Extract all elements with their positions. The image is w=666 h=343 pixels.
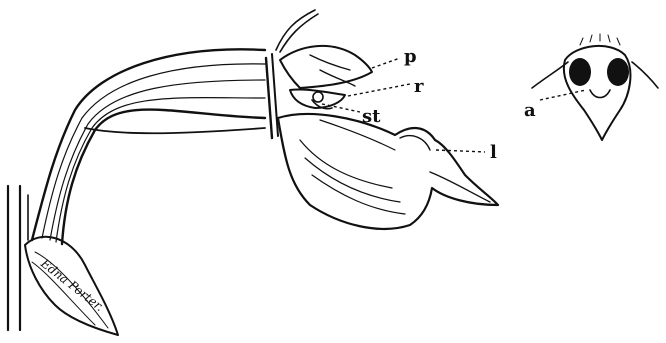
labellum	[278, 114, 498, 229]
leader-lines	[322, 58, 586, 152]
label-a: a	[524, 100, 536, 121]
label-p: p	[404, 46, 417, 67]
leader-l	[436, 150, 485, 152]
ovary	[32, 49, 265, 244]
label-st: st	[362, 106, 381, 127]
leader-p	[372, 58, 400, 68]
label-l: l	[490, 142, 497, 163]
label-r: r	[414, 76, 424, 97]
leader-r	[348, 84, 410, 96]
collar	[266, 10, 318, 138]
upper-petal	[280, 46, 372, 88]
stem	[8, 186, 28, 330]
bee-head-illustration	[532, 34, 658, 140]
column	[290, 89, 345, 108]
leader-a	[540, 90, 586, 100]
